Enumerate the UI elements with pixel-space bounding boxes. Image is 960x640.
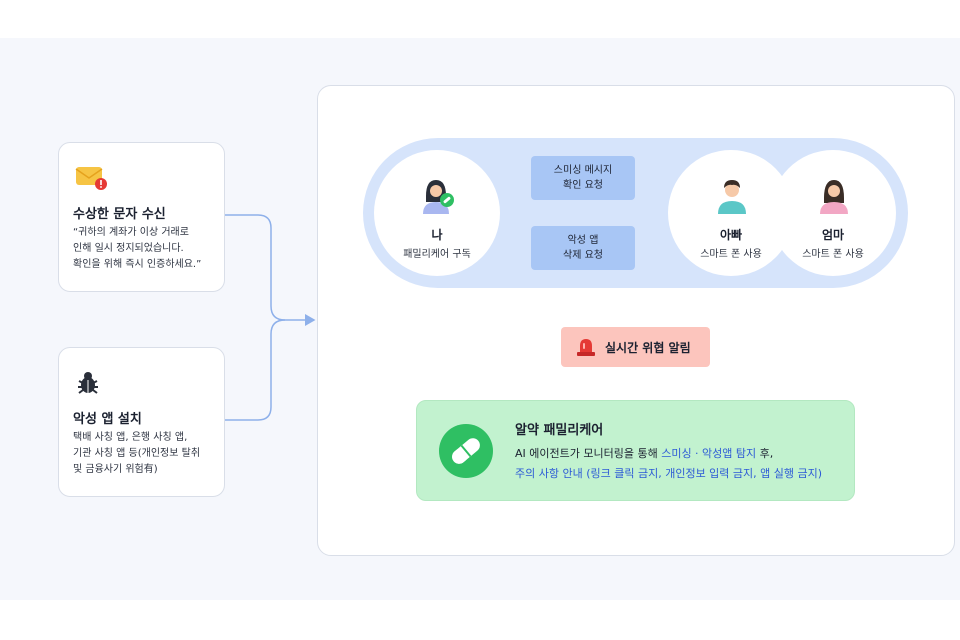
malware-delete-request: 악성 앱 삭제 요청 (531, 226, 635, 270)
sms-card-text: “귀하의 계좌가 이상 거래로 인해 일시 정지되었습니다. 확인을 위해 즉시… (73, 227, 202, 270)
alyac-description-line2: 주의 사항 안내 (링크 클릭 금지, 개인정보 입력 금지, 앱 실행 금지) (515, 467, 823, 480)
woman-avatar-icon (820, 180, 848, 214)
envelope-alert-icon (75, 167, 107, 190)
bug-icon (78, 372, 98, 394)
malware-card: 악성 앱 설치 택배 사칭 앱, 은행 사칭 앱, 기관 사칭 앱 등(개인정보… (58, 347, 225, 497)
person-dad-role: 스마트 폰 사용 (700, 249, 762, 260)
person-mom: 엄마 스마트 폰 사용 (770, 150, 896, 276)
sms-card-title: 수상한 문자 수신 (73, 207, 166, 222)
woman-avatar-icon (423, 180, 454, 214)
alert-label: 실시간 위협 알림 (605, 341, 691, 355)
alyac-description-line1: AI 에이전트가 모니터링을 통해 스미싱 · 악성앱 탐지 후, (515, 445, 773, 461)
realtime-threat-alert: 실시간 위협 알림 (561, 327, 710, 367)
person-me-role: 패밀리케어 구독 (403, 249, 471, 260)
sms-card: 수상한 문자 수신 “귀하의 계좌가 이상 거래로 인해 일시 정지되었습니다.… (58, 142, 225, 292)
person-mom-name: 엄마 (821, 228, 845, 242)
connector-malware (225, 319, 286, 421)
smishing-check-request: 스미싱 메시지 확인 요청 (531, 156, 635, 200)
alyac-line1-highlight: 스미싱 · 악성앱 탐지 (661, 447, 757, 460)
person-dad-name: 아빠 (719, 228, 743, 242)
pill-icon (439, 424, 493, 478)
man-avatar-icon (718, 180, 746, 214)
person-me: 나 패밀리케어 구독 (374, 150, 500, 276)
connector-sms (225, 214, 316, 326)
siren-icon (577, 339, 595, 356)
malware-card-text: 택배 사칭 앱, 은행 사칭 앱, 기관 사칭 앱 등(개인정보 탈취 및 금융… (73, 432, 201, 475)
malware-card-title: 악성 앱 설치 (73, 412, 142, 427)
alyac-line1-text: AI 에이전트가 모니터링을 통해 (515, 447, 662, 460)
person-mom-role: 스마트 폰 사용 (802, 249, 864, 260)
alyac-familycare-panel: 알약 패밀리케어 AI 에이전트가 모니터링을 통해 스미싱 · 악성앱 탐지 … (416, 400, 855, 501)
alyac-title: 알약 패밀리케어 (515, 423, 604, 438)
alyac-line1-suffix: 후, (756, 447, 774, 460)
person-me-name: 나 (431, 228, 443, 242)
